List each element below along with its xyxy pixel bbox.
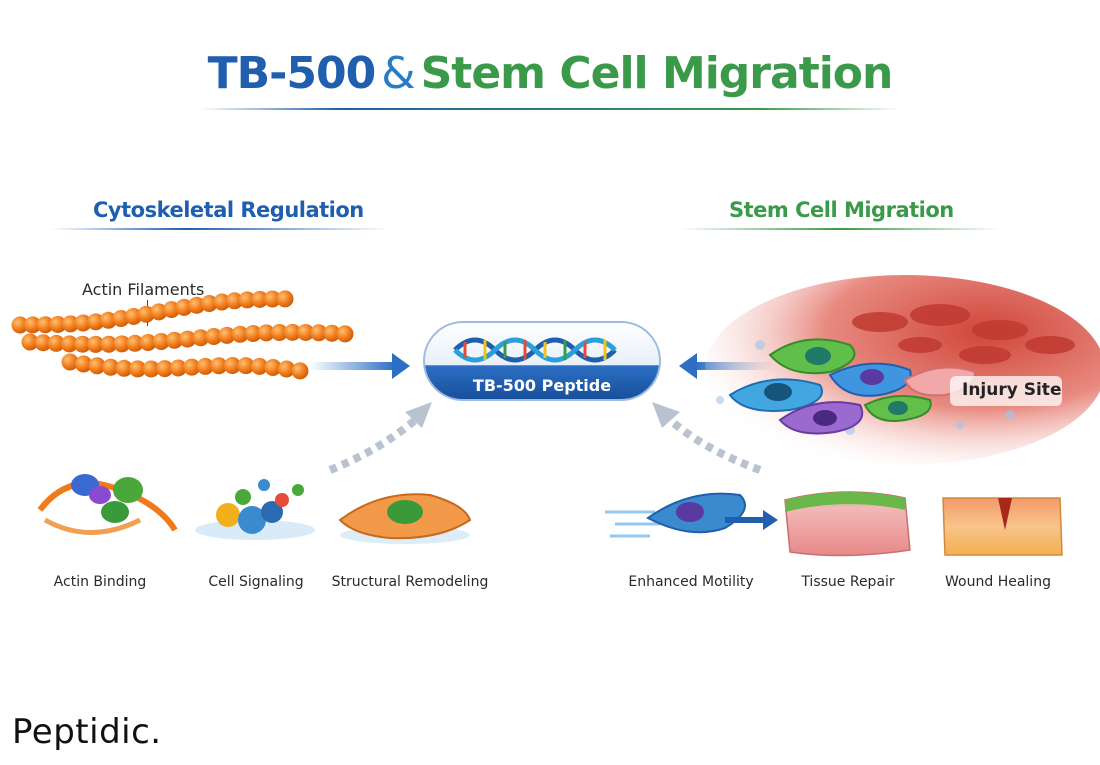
wound-healing-icon: [942, 497, 1063, 556]
tb500-peptide-label: TB-500 Peptide: [472, 376, 612, 395]
brand-logo-text: Peptidic.: [12, 712, 162, 752]
title-part-stem-cell: Stem Cell Migration: [420, 48, 894, 99]
actin-bead: [34, 334, 52, 352]
actin-bead: [310, 324, 328, 342]
wound-healing-label: Wound Healing: [945, 574, 1051, 590]
actin-bead: [156, 360, 174, 378]
actin-bead: [21, 333, 39, 351]
injury-site-tissue: [705, 275, 1100, 465]
actin-bead: [277, 360, 295, 378]
actin-filaments-label: Actin Filaments: [82, 280, 205, 299]
actin-bead: [200, 295, 218, 313]
actin-bead: [284, 323, 301, 341]
actin-bead: [60, 335, 78, 353]
actin-bead: [323, 324, 341, 342]
tissue-repair-icon: [784, 491, 911, 557]
cell-signaling-icon: [195, 479, 315, 540]
actin-bead: [74, 314, 92, 332]
actin-bead: [218, 326, 236, 344]
left-arrow: [310, 353, 410, 379]
actin-bead: [142, 360, 160, 378]
actin-bead: [150, 303, 168, 321]
left-heading-underline: [50, 228, 390, 230]
actin-bead: [210, 357, 228, 375]
actin-bead: [213, 293, 231, 311]
diagram-title: TB-500&Stem Cell Migration: [0, 52, 1100, 96]
actin-bead: [165, 331, 183, 349]
actin-bead: [61, 315, 79, 333]
actin-filament-strands: [11, 290, 354, 380]
actin-binding-label: Actin Binding: [53, 574, 147, 590]
injury-site-label: Injury Site: [962, 380, 1062, 400]
title-part-tb500: TB-500: [207, 48, 377, 99]
actin-bead: [11, 316, 29, 334]
actin-bead: [205, 328, 223, 346]
actin-bead: [263, 290, 281, 308]
actin-bead: [112, 309, 130, 327]
actin-bead: [238, 291, 256, 309]
actin-bead: [139, 333, 157, 351]
dashed-arrow-left: [328, 416, 418, 474]
enhanced-motility-label: Enhanced Motility: [628, 574, 754, 590]
actin-bead: [100, 335, 118, 353]
actin-bead: [226, 292, 244, 310]
actin-bead: [24, 316, 42, 334]
actin-bead: [175, 298, 193, 316]
peptide-capsule: [423, 321, 661, 401]
actin-bead: [137, 305, 155, 323]
actin-bead: [192, 329, 210, 347]
actin-bead: [113, 335, 131, 353]
actin-bead: [87, 335, 105, 353]
right-heading-underline: [680, 228, 1000, 230]
actin-bead: [74, 335, 91, 353]
actin-bead: [291, 362, 309, 380]
actin-binding-icon: [37, 474, 178, 535]
cytoskeletal-regulation-heading: Cytoskeletal Regulation: [93, 198, 364, 222]
tissue-repair-label: Tissue Repair: [801, 574, 895, 590]
title-underline: [200, 108, 900, 110]
structural-remodeling-icon: [338, 493, 472, 544]
actin-bead: [257, 324, 275, 342]
cell-signaling-label: Cell Signaling: [208, 574, 304, 590]
actin-bead: [162, 301, 180, 319]
actin-bead: [231, 325, 249, 343]
actin-bead: [87, 313, 105, 331]
actin-bead: [129, 360, 147, 378]
actin-bead: [152, 332, 170, 350]
actin-bead: [250, 357, 268, 375]
actin-bead: [125, 307, 143, 325]
actin-bead: [115, 359, 133, 377]
actin-bead: [336, 325, 354, 343]
actin-bead: [270, 323, 288, 341]
actin-bead: [179, 330, 196, 348]
actin-bead: [99, 311, 117, 329]
actin-bead: [244, 324, 262, 342]
actin-bead: [183, 358, 201, 376]
actin-bead: [264, 358, 282, 376]
actin-bead: [237, 357, 255, 375]
actin-bead: [75, 355, 93, 373]
actin-bead: [276, 290, 294, 308]
actin-bead: [196, 357, 214, 375]
actin-bead: [223, 357, 241, 375]
dashed-arrow-right: [667, 416, 762, 474]
actin-bead: [126, 334, 144, 352]
actin-bead: [88, 357, 106, 375]
actin-bead: [251, 290, 269, 308]
actin-bead: [47, 334, 65, 352]
enhanced-motility-icon: [605, 492, 778, 538]
actin-bead: [297, 323, 315, 341]
actin-bead: [61, 353, 79, 371]
actin-bead: [102, 358, 120, 376]
actin-bead: [36, 316, 54, 334]
stem-cell-migration-heading: Stem Cell Migration: [729, 198, 954, 222]
actin-bead: [188, 296, 206, 314]
actin-bead: [49, 315, 67, 333]
actin-bead: [169, 359, 187, 377]
structural-remodeling-label: Structural Remodeling: [331, 574, 489, 590]
title-ampersand: &: [381, 48, 415, 99]
